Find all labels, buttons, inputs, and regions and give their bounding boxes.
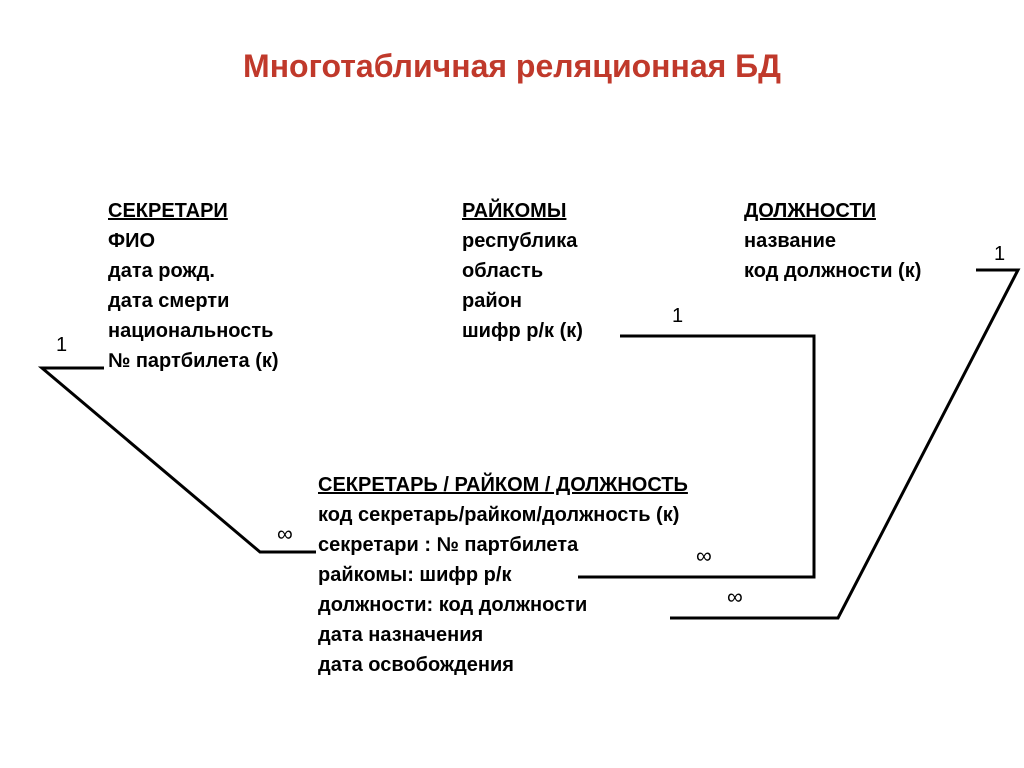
- table-header: СЕКРЕТАРЬ / РАЙКОМ / ДОЛЖНОСТЬ: [318, 474, 688, 496]
- table-field-fk: райкомы: шифр р/к: [318, 564, 512, 586]
- cardinality-one-secretaries: 1: [56, 334, 68, 356]
- table-field-fk: секретари : № партбилета: [318, 534, 579, 556]
- connector-raikoms-link: [578, 334, 816, 579]
- table-field: ФИО: [108, 230, 156, 252]
- table-field: дата рожд.: [108, 260, 215, 282]
- table-header: ДОЛЖНОСТИ: [744, 200, 876, 222]
- table-header: СЕКРЕТАРИ: [108, 200, 228, 222]
- table-field: область: [462, 260, 544, 282]
- table-field: республика: [462, 230, 578, 252]
- table-field: район: [462, 290, 522, 312]
- table-field: национальность: [108, 320, 274, 342]
- page-title: Многотабличная реляционная БД: [243, 48, 781, 84]
- table-field-key: код должности (к): [744, 260, 922, 282]
- table-secretaries: СЕКРЕТАРИ ФИО дата рожд. дата смерти нац…: [108, 196, 279, 376]
- connector-positions-link: [670, 268, 1021, 620]
- cardinality-one-raikoms: 1: [672, 305, 684, 327]
- cardinality-many-raikoms: ∞: [696, 543, 712, 568]
- table-header: РАЙКОМЫ: [462, 200, 567, 222]
- cardinality-one-positions: 1: [994, 243, 1006, 265]
- table-field-key: № партбилета (к): [108, 350, 279, 372]
- cardinality-many-secretaries: ∞: [277, 521, 293, 546]
- table-field: дата назначения: [318, 624, 484, 646]
- table-field-key: код секретарь/райком/должность (к): [318, 504, 680, 526]
- connector-secretaries-link: [37, 366, 316, 554]
- table-raikoms: РАЙКОМЫ республика область район шифр р/…: [462, 196, 583, 346]
- table-link: СЕКРЕТАРЬ / РАЙКОМ / ДОЛЖНОСТЬ код секре…: [318, 470, 688, 680]
- cardinality-many-positions: ∞: [727, 584, 743, 609]
- table-field: название: [744, 230, 837, 252]
- table-field: дата смерти: [108, 290, 230, 312]
- table-field-key: шифр р/к (к): [462, 320, 583, 342]
- table-field-fk: должности: код должности: [318, 594, 588, 616]
- table-field: дата освобождения: [318, 654, 514, 676]
- table-positions: ДОЛЖНОСТИ название код должности (к): [744, 196, 921, 286]
